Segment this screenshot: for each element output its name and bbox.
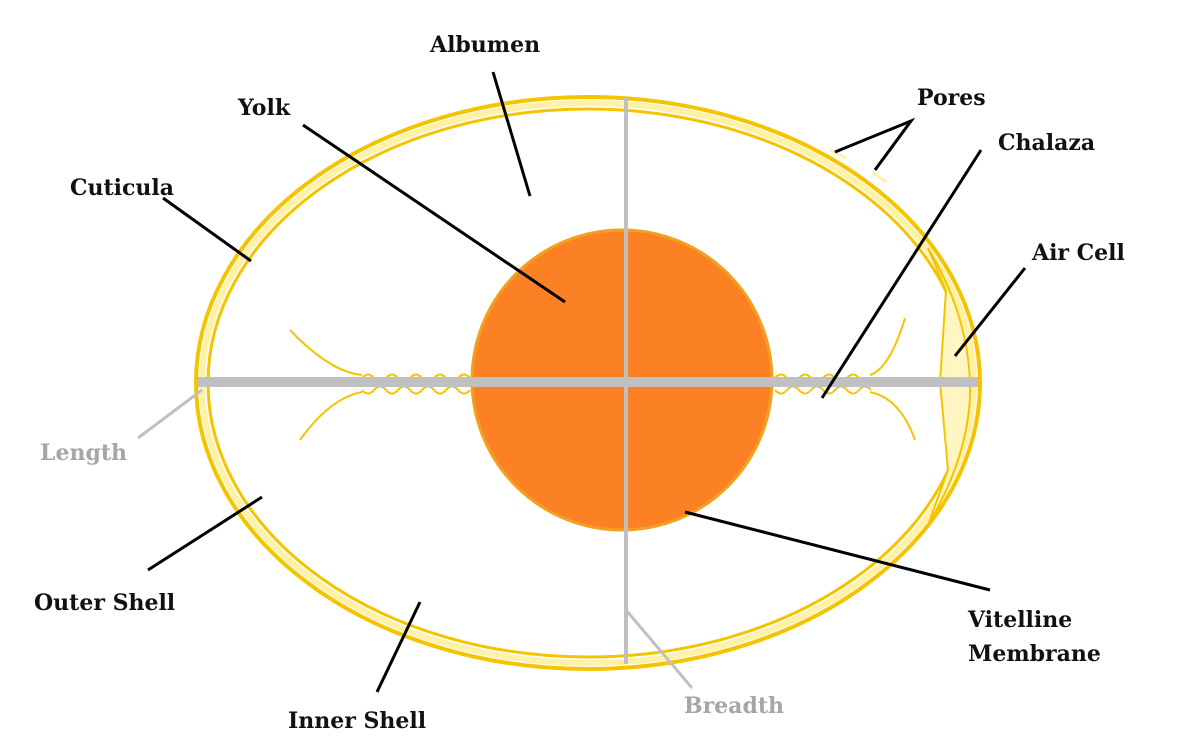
albumen-label: Albumen [429,32,540,58]
air-cell-leader [953,267,1027,357]
pore-mark [871,170,887,184]
chalaza-leader [820,149,983,399]
cuticula-leader [162,196,252,263]
outer-shell-label: Outer Shell [34,590,175,616]
albumen-leader [491,71,532,197]
yolk-leader [302,123,566,304]
inner-shell-label: Inner Shell [288,708,426,734]
breadth-leader [624,609,694,689]
inner-shell-leader [375,601,422,693]
yolk-label: Yolk [237,95,291,121]
length-label: Length [40,440,127,466]
pores-leader [834,117,916,171]
vitelline-label-line2: Membrane [968,641,1101,667]
length-leader [137,388,203,440]
outer-shell-ring [194,95,982,671]
pore-mark [829,148,847,160]
chalaza-label: Chalaza [998,130,1095,156]
air-cell-label: Air Cell [1031,240,1125,266]
breadth-label: Breadth [684,693,784,719]
outer-shell-leader [147,495,263,572]
vitelline-label-line1: Vitelline [967,607,1072,633]
vitelline-leader [684,510,991,592]
cuticula-label: Cuticula [70,175,174,201]
pores-label: Pores [917,85,986,111]
